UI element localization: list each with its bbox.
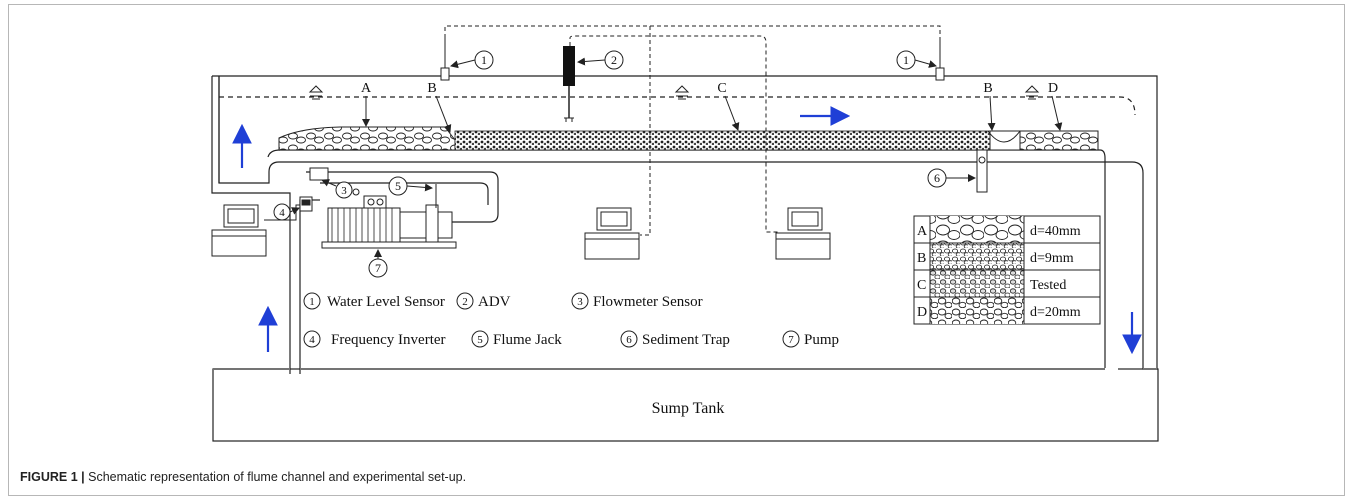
caption-label: FIGURE 1 |: [20, 470, 85, 484]
material-desc-B: d=9mm: [1030, 251, 1074, 266]
legend: 1 2 3 4 5 6 7 Water Level Sensor ADV Flo…: [303, 292, 839, 348]
flume-outline: [212, 75, 1158, 370]
material-id-D: D: [917, 305, 927, 320]
material-id-C: C: [917, 278, 926, 293]
sediment-trap: [976, 149, 988, 193]
legend-label-sediment-trap: Sediment Trap: [642, 332, 730, 348]
caption-text: Schematic representation of flume channe…: [88, 470, 467, 484]
bed-section-A: [278, 126, 456, 151]
water-surface: [219, 96, 1136, 116]
marker-3-text: 3: [341, 185, 347, 197]
material-desc-D: d=20mm: [1030, 305, 1081, 320]
bed-section-C: [454, 130, 991, 151]
material-id-B: B: [917, 251, 926, 266]
water-level-sensor-right: [935, 38, 945, 81]
material-desc-C: Tested: [1030, 278, 1066, 293]
flowmeter-sensor: [309, 167, 329, 181]
marker-6-text: 6: [934, 171, 940, 185]
legend-num-3: 3: [577, 296, 583, 308]
adv-probe: [563, 35, 778, 233]
marker-1-right-text: 1: [903, 53, 909, 67]
legend-label-flowmeter-sensor: Flowmeter Sensor: [593, 294, 703, 310]
legend-num-5: 5: [477, 334, 483, 346]
marker-1-left-text: 1: [481, 53, 487, 67]
marker-7-text: 7: [375, 261, 381, 275]
monitor-left: [211, 204, 267, 257]
marker-2-text: 2: [611, 53, 617, 67]
bed-section-D: [1019, 130, 1099, 151]
marker-4-text: 4: [279, 207, 285, 219]
marker-3: [335, 181, 353, 199]
legend-num-1: 1: [309, 296, 315, 308]
monitor-middle: [584, 207, 640, 260]
legend-label-frequency-inverter: Frequency Inverter: [331, 332, 446, 348]
label-B-right: B: [983, 81, 992, 96]
legend-label-flume-jack: Flume Jack: [493, 332, 562, 348]
water-level-sensor-left: [440, 38, 450, 81]
figure-caption: FIGURE 1 | Schematic representation of f…: [20, 470, 466, 484]
label-C: C: [717, 81, 726, 96]
legend-label-pump: Pump: [804, 332, 839, 348]
legend-label-water-level-sensor: Water Level Sensor: [327, 294, 445, 310]
material-id-A: A: [917, 224, 928, 239]
legend-num-6: 6: [626, 334, 632, 346]
marker-5-text: 5: [395, 179, 401, 193]
label-B-left: B: [427, 81, 436, 96]
pump: [321, 188, 457, 249]
label-A: A: [361, 81, 372, 96]
sump-tank-label: Sump Tank: [652, 400, 725, 417]
legend-label-adv: ADV: [478, 294, 511, 310]
figure-frame: [8, 4, 1345, 496]
label-D: D: [1048, 81, 1058, 96]
material-desc-A: d=40mm: [1030, 224, 1081, 239]
monitor-right: [775, 207, 831, 260]
legend-num-7: 7: [788, 334, 794, 346]
material-table: A B C D d=40mm d=9mm Tested d=20mm: [913, 215, 1101, 325]
flume-schematic: 1 2 1 3 4 5 6 7 A B C B D 1 2: [211, 25, 1159, 442]
legend-num-2: 2: [462, 296, 468, 308]
legend-num-4: 4: [309, 334, 315, 346]
